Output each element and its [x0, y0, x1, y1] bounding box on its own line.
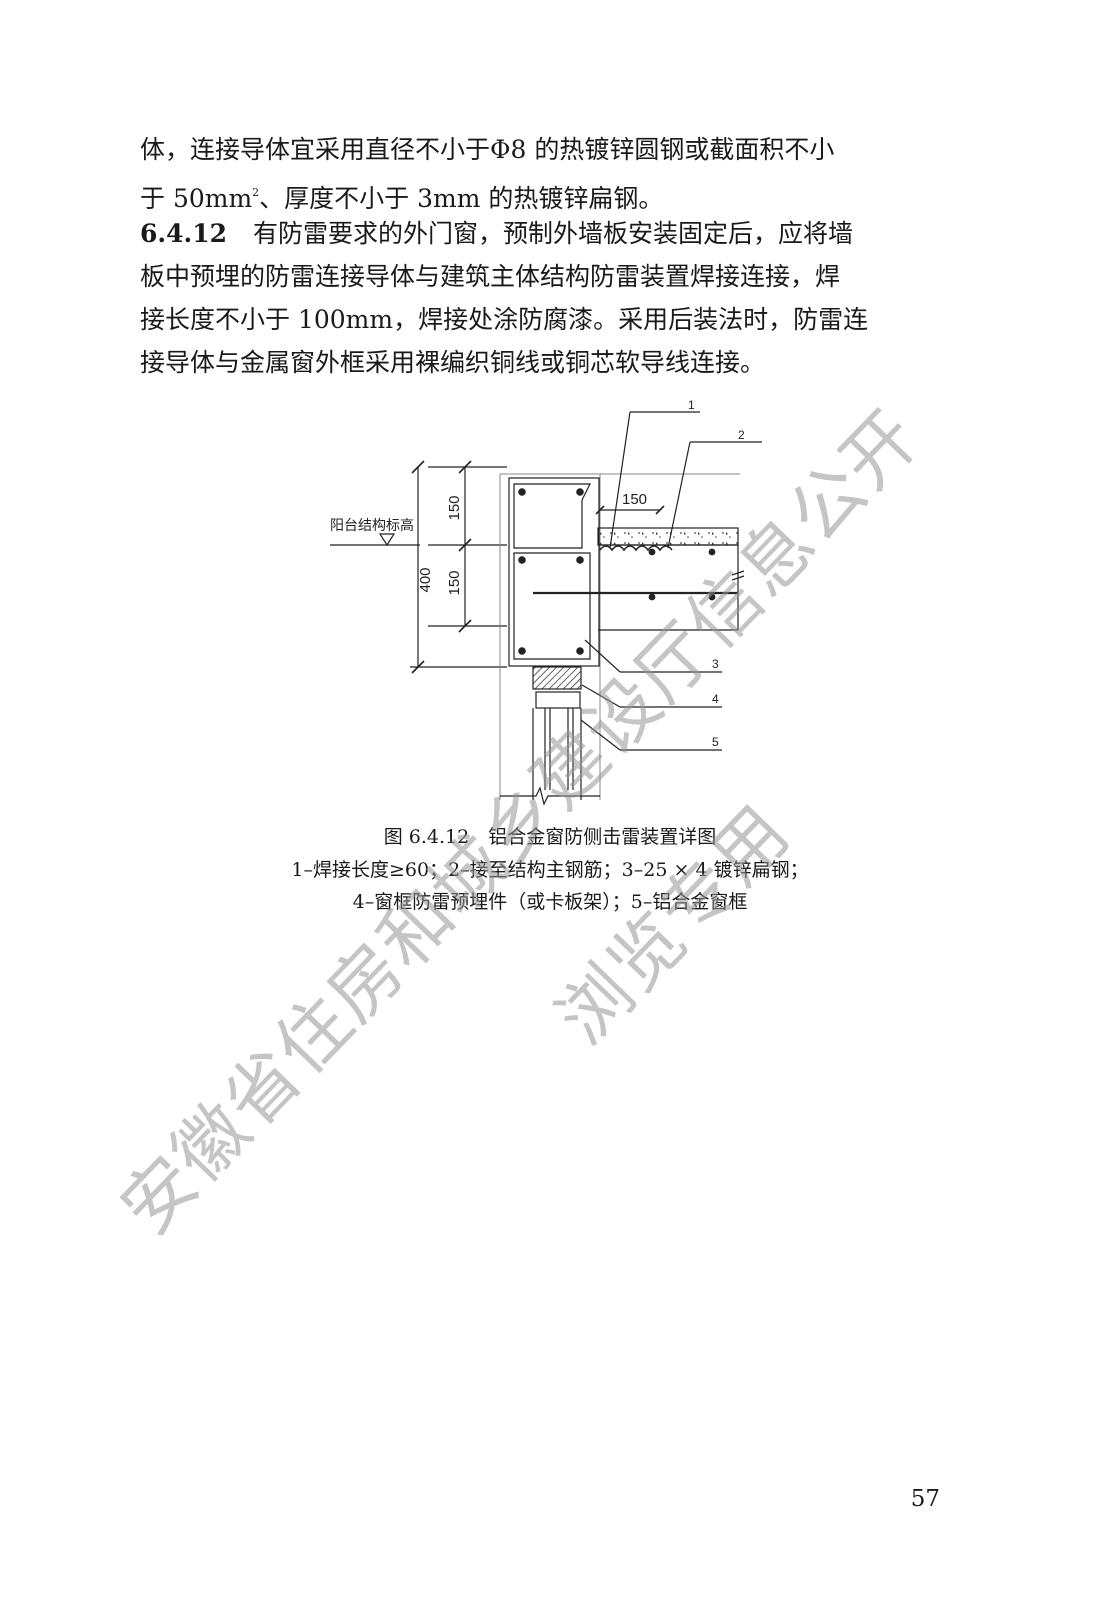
elevation-mark — [330, 533, 420, 547]
elevation-label: 阳台结构标高 — [330, 517, 414, 533]
figure-legend-line-1: 1–焊接长度≥60；2–接至结构主钢筋；3–25 × 4 镀锌扁钢； — [291, 859, 809, 881]
callout-2: 2 — [738, 428, 745, 442]
clause-number: 6.4.12 — [140, 219, 227, 248]
weld-length-label: 150 — [622, 491, 647, 508]
beam-section — [508, 477, 600, 667]
dimension-chain — [410, 460, 507, 674]
dimension-150-upper: 150 — [446, 495, 463, 520]
wall-panel-outline — [499, 473, 740, 800]
paragraph-1-line-1: 体，连接导体宜采用直径不小于Φ8 的热镀锌圆钢或截面积不小 — [140, 135, 835, 164]
callout-1: 1 — [688, 400, 695, 412]
watermark-line-2: 浏览专用 — [540, 788, 807, 1061]
weld-dimension — [595, 505, 665, 515]
dimension-150-lower: 150 — [446, 570, 463, 595]
clause-line-2: 板中预埋的防雷连接导体与建筑主体结构防雷装置焊接连接，焊 — [140, 262, 841, 291]
page-number: 57 — [910, 1486, 940, 1512]
paragraph-1-line-2: 于 50mm2、厚度不小于 3mm 的热镀锌扁钢。 — [140, 184, 664, 213]
callout-5: 5 — [712, 735, 719, 749]
figure-caption: 图 6.4.12 铝合金窗防侧击雷装置详图 — [383, 826, 717, 848]
figure-legend-line-2: 4–窗框防雷预埋件（或卡板架）；5–铝合金窗框 — [352, 891, 748, 913]
clause-line-4: 接导体与金属窗外框采用裸编织铜线或铜芯软导线连接。 — [140, 348, 766, 377]
superscript-2: 2 — [252, 186, 260, 199]
window-frame-section — [500, 666, 600, 806]
callout-4: 4 — [712, 692, 719, 706]
leader-lines — [580, 411, 762, 751]
dimension-400: 400 — [417, 567, 434, 592]
balcony-slab — [533, 527, 745, 631]
paragraph-1: 体，连接导体宜采用直径不小于Φ8 的热镀锌圆钢或截面积不小 于 50mm2、厚度… — [140, 128, 940, 220]
callout-3: 3 — [712, 657, 719, 671]
clause-line-3: 接长度不小于 100mm，焊接处涂防腐漆。采用后装法时，防雷连 — [140, 305, 869, 334]
detail-drawing: 400 150 150 阳台结构标高 — [300, 398, 770, 810]
detail-drawing-svg: 400 150 150 阳台结构标高 — [330, 398, 762, 806]
